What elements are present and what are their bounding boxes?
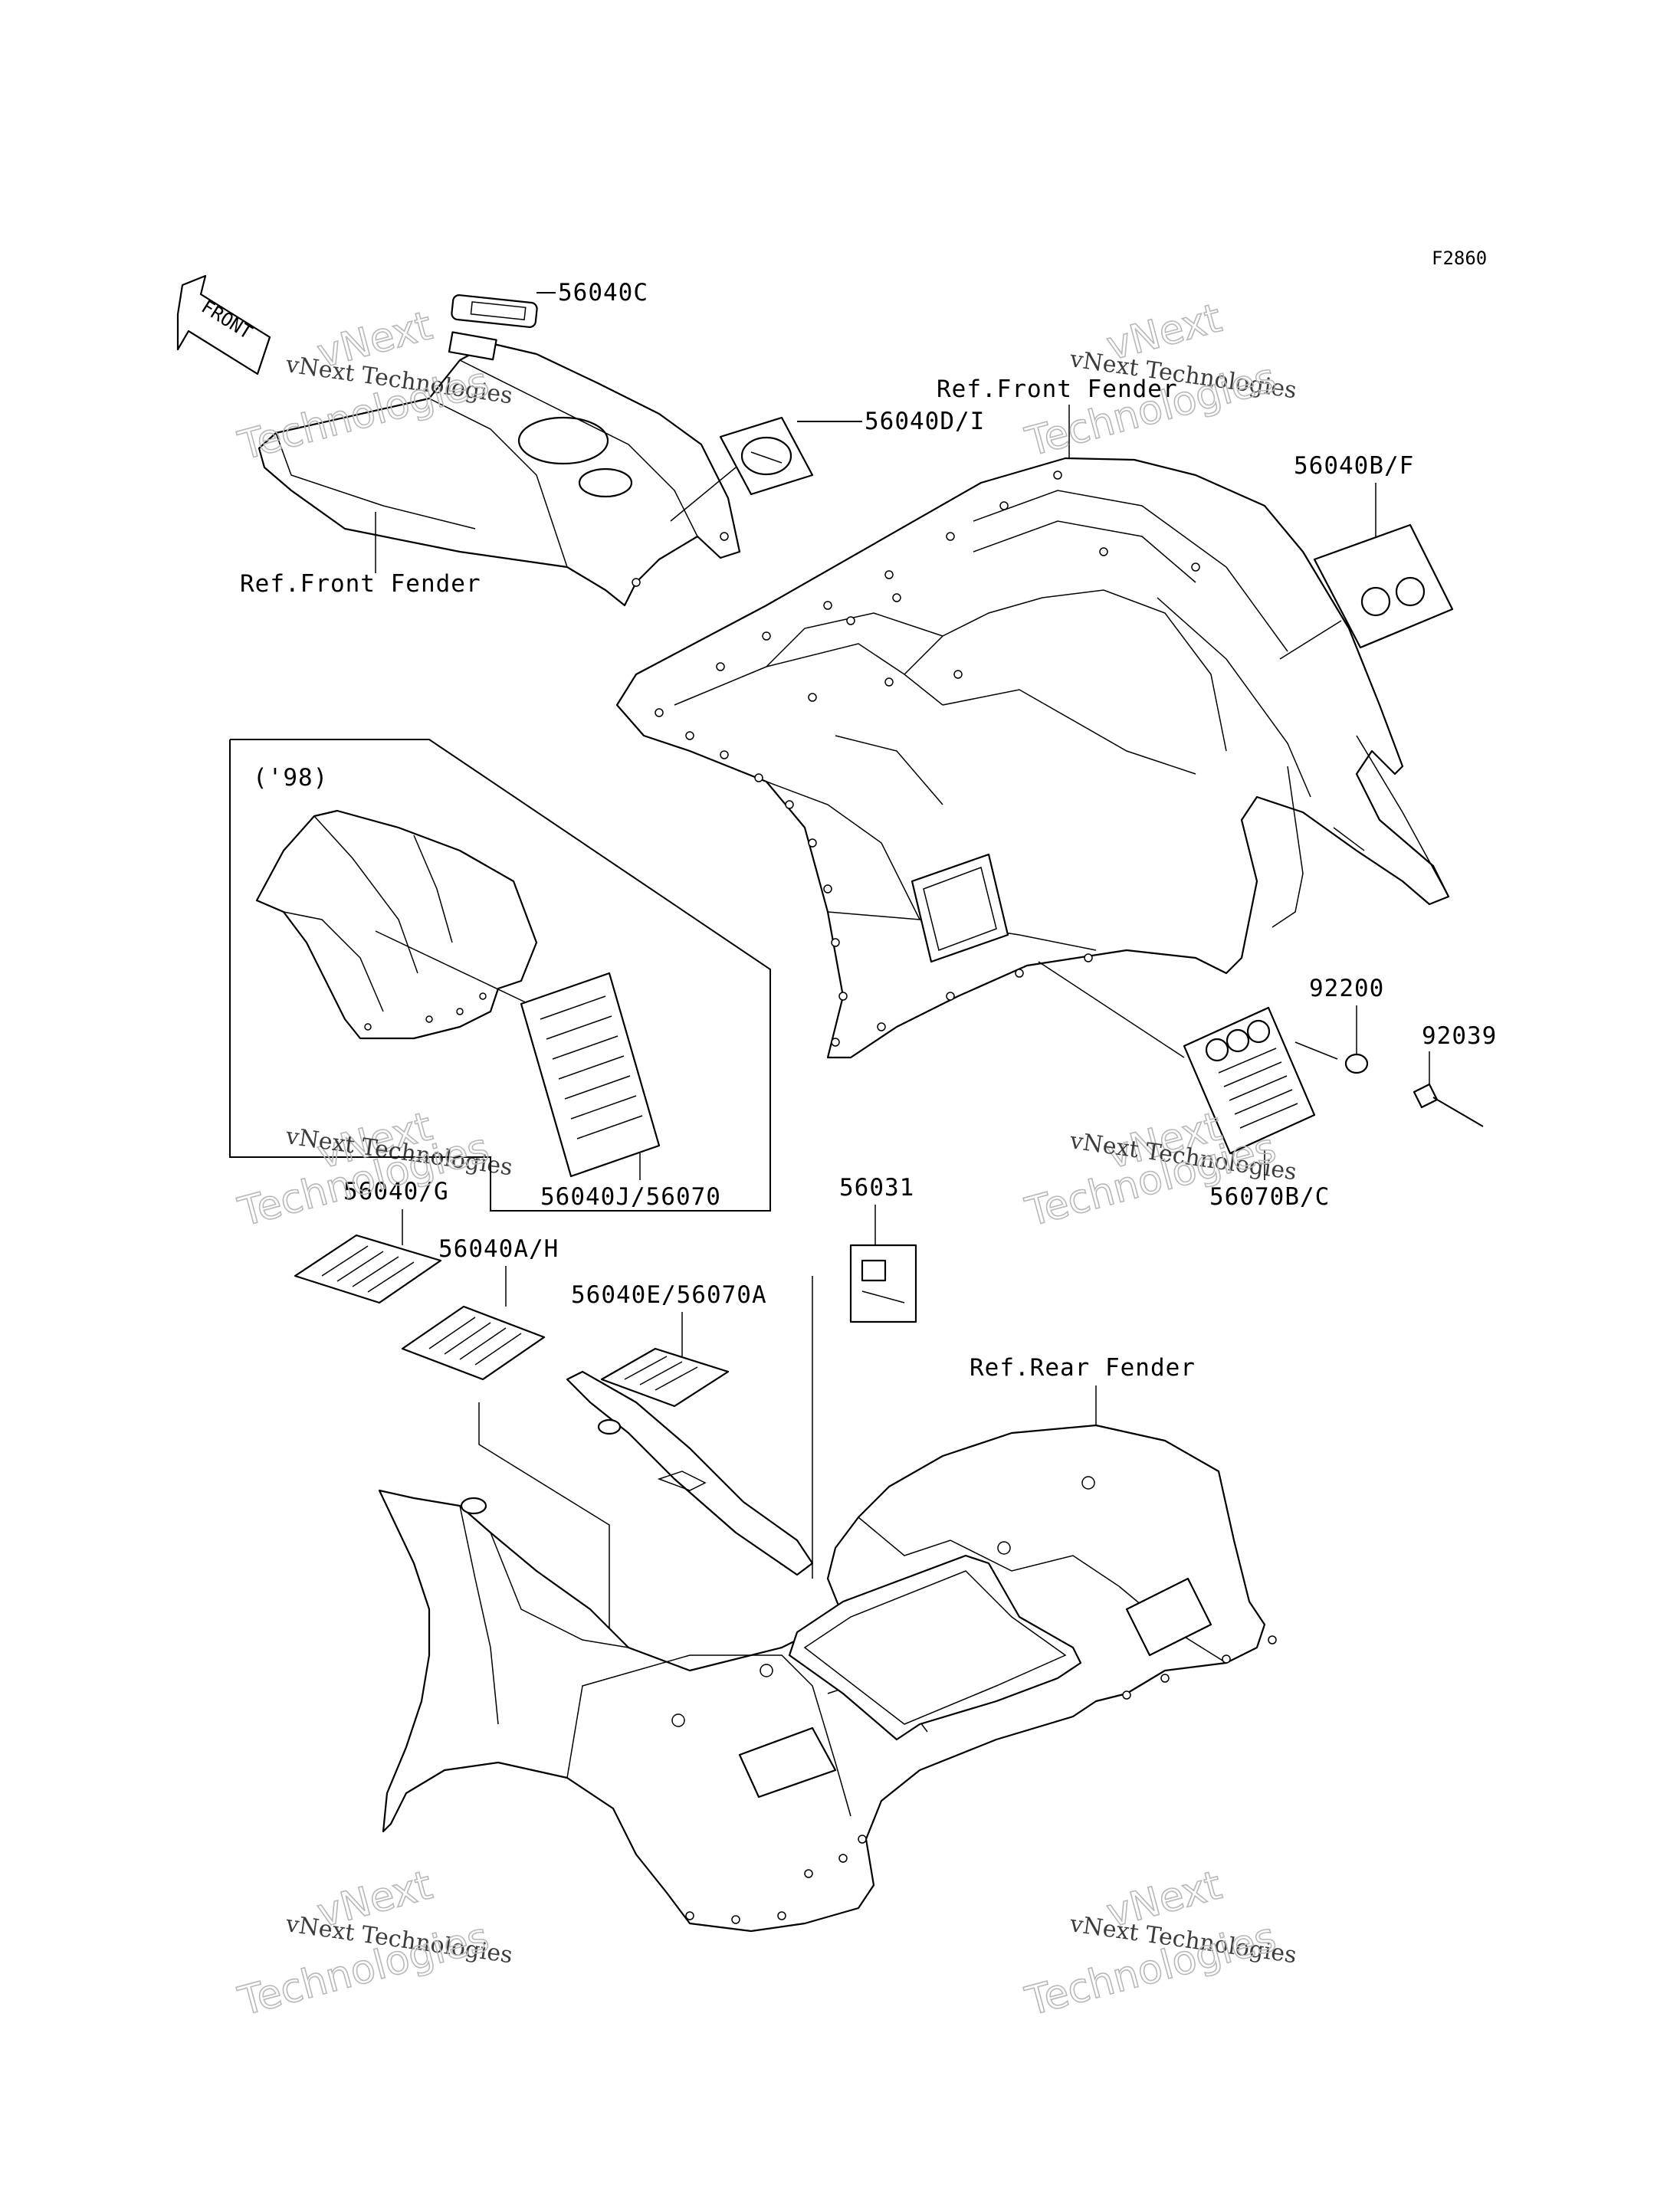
watermark-5: vNext vNext Technologies Technologies [233,1861,514,2025]
rear-fender-main [378,1370,1277,1933]
watermark-3: vNext vNext Technologies Technologies [233,1103,514,1236]
callout-56070BC: 56070B/C [1209,1183,1330,1211]
callout-ref-rear-fender: Ref.Rear Fender [970,1354,1196,1382]
decal-56040AH [401,1305,546,1381]
callout-56040J: 56040J/56070 [540,1183,721,1211]
figure-code: F2860 [1432,248,1487,269]
decal-56040J [520,972,661,1178]
callout-92039: 92039 [1422,1022,1497,1050]
callout-ref-front-fender-top: Ref.Front Fender [937,375,1178,403]
callout-56040C: 56040C [558,279,648,307]
decal-56040C [451,294,538,328]
decal-56070BC [1183,1006,1316,1155]
front-arrow-icon: FRONT [176,274,271,375]
callout-92200: 92200 [1309,975,1384,1002]
front-fender-main [615,457,1450,1059]
decal-56040E [600,1347,730,1408]
decal-56031 [849,1244,917,1323]
callout-56031: 56031 [839,1174,914,1202]
bolt-92039 [1413,1083,1484,1127]
fender-98-section [255,809,538,1040]
decal-56040BF [1313,523,1454,649]
callout-56040E: 56040E/56070A [571,1281,767,1309]
callout-98: ('98) [253,764,328,792]
callout-56040AH: 56040A/H [438,1235,559,1263]
callout-56040G: 56040/G [343,1178,449,1205]
callout-56040BF: 56040B/F [1294,452,1414,480]
decal-56040DI [719,416,814,496]
washer-92200 [1344,1053,1369,1074]
watermark-6: vNext vNext Technologies Technologies [1020,1861,1298,2025]
front-fender-partial [258,331,741,607]
decal-56040G [294,1234,442,1304]
callout-56040DI: 56040D/I [865,408,985,435]
callout-ref-front-fender-left: Ref.Front Fender [240,570,481,598]
